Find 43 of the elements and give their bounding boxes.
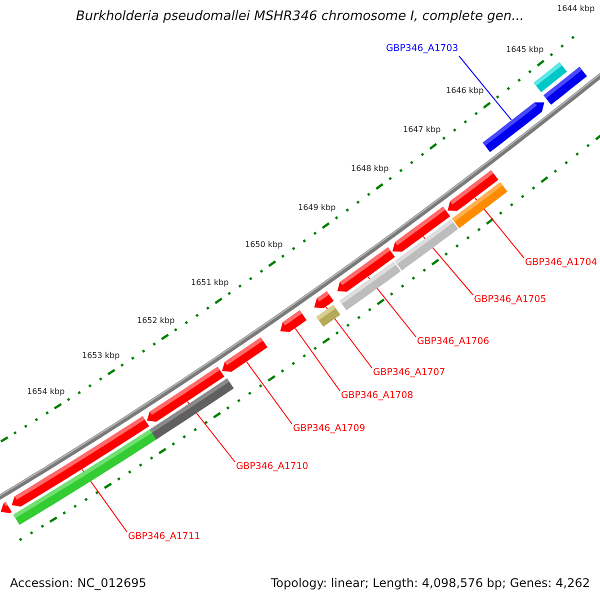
position-label: 1653 kbp [82, 351, 120, 361]
info-text: Topology: linear; Length: 4,098,576 bp; Genes: 4,262 [270, 576, 590, 590]
position-label: 1651 kbp [191, 278, 229, 288]
leader-line [474, 198, 524, 258]
gene-label: GBP346_A1704 [525, 257, 598, 269]
gene-label: GBP346_A1711 [128, 531, 200, 543]
leader-line [325, 306, 372, 368]
gene-block [544, 66, 587, 105]
map-title: Burkholderia pseudomallei MSHR346 chromosome I, complete gen... [74, 9, 526, 24]
position-label: 1652 kbp [137, 316, 175, 326]
gene-label: GBP346_A1710 [236, 461, 308, 473]
gene-label: GBP346_A1709 [293, 423, 366, 435]
gene-block [394, 219, 458, 271]
gene-block [314, 291, 334, 308]
position-label: 1649 kbp [298, 203, 336, 213]
position-label: 1646 kbp [446, 86, 484, 96]
gene-block [452, 182, 508, 228]
leader-line [458, 56, 512, 120]
gene-block [280, 310, 307, 332]
gene-block [0, 502, 12, 514]
gene-label: GBP346_A1708 [341, 390, 414, 402]
gene-label: GBP346_A1705 [474, 294, 546, 306]
position-label: 1654 kbp [27, 387, 65, 397]
leader-line [422, 236, 474, 296]
position-label: 1644 kbp [557, 4, 595, 14]
position-label: 1647 kbp [403, 125, 441, 135]
leader-line [294, 328, 340, 392]
gene-label: GBP346_A1703 [386, 43, 458, 55]
leader-line [368, 276, 416, 338]
info-text: Accession: NC_012695 [10, 576, 146, 590]
gene-block [316, 304, 340, 327]
leader-line [246, 362, 292, 424]
gene-block [340, 262, 401, 310]
gene-label: GBP346_A1706 [417, 336, 490, 348]
position-label: 1645 kbp [506, 45, 544, 55]
gene-block [482, 102, 544, 152]
gene-label: GBP346_A1707 [373, 367, 446, 379]
position-label: 1648 kbp [351, 164, 389, 174]
position-label: 1650 kbp [245, 240, 283, 250]
gene-block [13, 429, 156, 525]
gene-block [222, 337, 268, 372]
leader-line [187, 401, 236, 462]
gene-block [148, 378, 234, 440]
